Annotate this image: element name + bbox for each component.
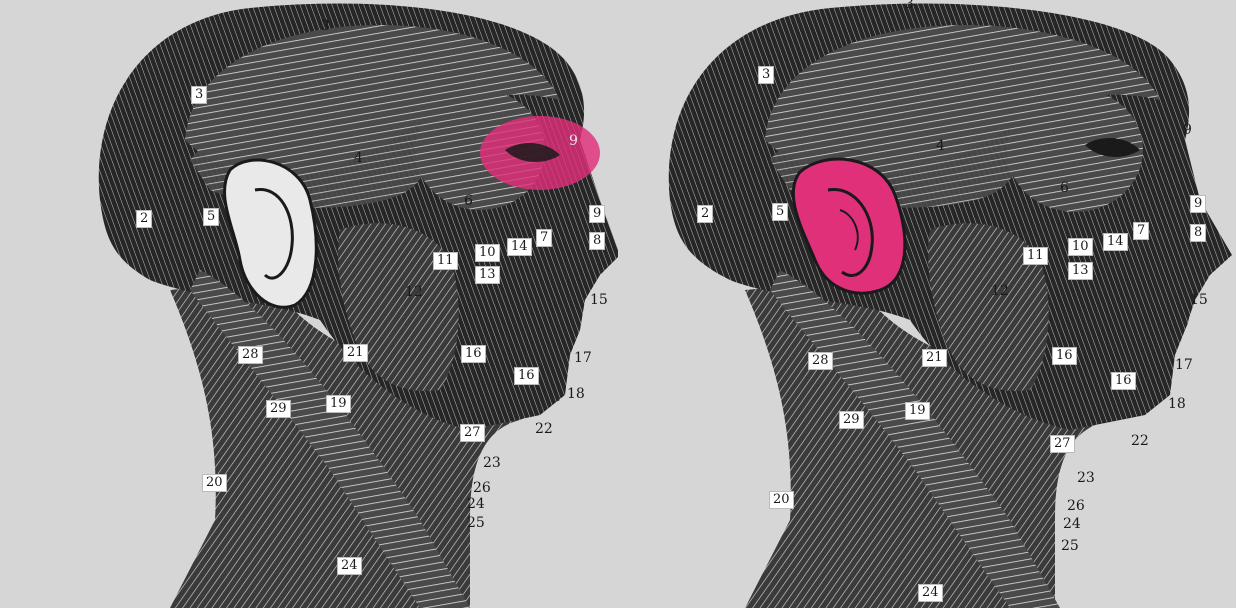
label-25: 25 — [1061, 538, 1079, 554]
label-5: 5 — [203, 208, 219, 226]
label-4: 4 — [936, 138, 945, 154]
label-23: 23 — [1077, 470, 1095, 486]
label-20: 20 — [769, 491, 794, 509]
label-16-right: 16 — [1111, 372, 1136, 390]
head-engraving-left — [0, 0, 618, 608]
label-22: 22 — [535, 421, 553, 437]
label-26: 26 — [1067, 498, 1085, 514]
label-23: 23 — [483, 455, 501, 471]
label-8: 8 — [1190, 224, 1206, 242]
label-3-top: 3 — [905, 0, 914, 12]
label-14: 14 — [507, 238, 532, 256]
label-14: 14 — [1103, 233, 1128, 251]
label-12: 12 — [991, 283, 1009, 299]
label-7: 7 — [1133, 222, 1149, 240]
label-6: 6 — [1060, 180, 1069, 196]
label-3: 3 — [758, 66, 774, 84]
label-24-bottom: 24 — [918, 584, 943, 602]
label-9-top: 9 — [1183, 122, 1192, 138]
label-16-left: 16 — [1052, 347, 1077, 365]
label-5: 5 — [772, 203, 788, 221]
right-head-illustration: 3 3 4 2 5 6 9 9 8 7 14 10 11 13 12 15 16… — [570, 0, 1236, 608]
label-22: 22 — [1131, 433, 1149, 449]
label-10: 10 — [1068, 238, 1093, 256]
label-11: 11 — [1023, 247, 1048, 265]
label-27: 27 — [1050, 435, 1075, 453]
label-17: 17 — [1175, 357, 1193, 373]
label-24: 24 — [1063, 516, 1081, 532]
label-7: 7 — [536, 229, 552, 247]
label-21: 21 — [922, 349, 947, 367]
label-16-left: 16 — [461, 345, 486, 363]
label-6: 6 — [464, 193, 473, 209]
left-head-illustration: 3 3 4 2 5 6 9 9 8 7 14 10 11 13 12 15 16… — [0, 0, 618, 608]
label-3: 3 — [191, 86, 207, 104]
label-29: 29 — [839, 411, 864, 429]
label-13: 13 — [475, 266, 500, 284]
label-25: 25 — [467, 515, 485, 531]
label-19: 19 — [905, 402, 930, 420]
label-20: 20 — [202, 474, 227, 492]
label-19: 19 — [326, 395, 351, 413]
label-16-right: 16 — [514, 367, 539, 385]
label-13: 13 — [1068, 262, 1093, 280]
label-10: 10 — [475, 244, 500, 262]
label-12: 12 — [405, 284, 423, 300]
label-2: 2 — [697, 205, 713, 223]
label-28: 28 — [238, 346, 263, 364]
label-28: 28 — [808, 352, 833, 370]
label-4: 4 — [354, 150, 363, 166]
label-27: 27 — [460, 424, 485, 442]
label-21: 21 — [343, 344, 368, 362]
head-engraving-right — [570, 0, 1236, 608]
label-24-bottom: 24 — [337, 557, 362, 575]
label-29: 29 — [266, 400, 291, 418]
label-26: 26 — [473, 480, 491, 496]
label-15: 15 — [1190, 292, 1208, 308]
label-9: 9 — [1190, 195, 1206, 213]
label-3-top: 3 — [321, 18, 330, 34]
label-2: 2 — [136, 210, 152, 228]
label-24: 24 — [467, 496, 485, 512]
label-18: 18 — [1168, 396, 1186, 412]
label-11: 11 — [433, 252, 458, 270]
